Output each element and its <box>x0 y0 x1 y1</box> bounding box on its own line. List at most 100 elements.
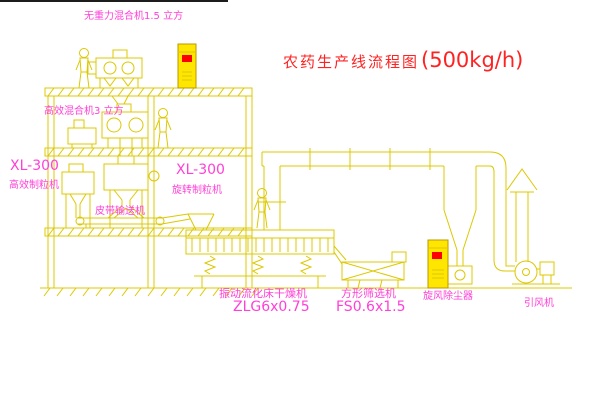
label-dryer-name: 振动流化床干燥机 <box>219 287 307 300</box>
down-pipe <box>119 138 133 156</box>
induced-draft-fan <box>512 260 560 285</box>
second-floor-hatch <box>47 147 245 157</box>
y-chute <box>107 205 145 219</box>
dryer-riser-duct <box>258 166 286 230</box>
sieve-body <box>341 261 405 281</box>
sieve-outlets <box>357 279 383 289</box>
diagram-title: 农药生产线流程图 (500kg/h) <box>283 48 523 72</box>
dryer-inlet-hopper <box>187 213 215 231</box>
dryer-base <box>194 275 326 288</box>
transfer-chute <box>161 213 191 225</box>
conveyor-legs <box>85 224 155 228</box>
cabinet-panel-lines <box>432 269 444 279</box>
sieve-machine <box>341 251 407 289</box>
discharge-pipe <box>69 193 87 218</box>
worker-figure <box>253 188 271 229</box>
label-belt-conveyor: 皮带输送机 <box>95 206 145 217</box>
mixer-motor <box>87 61 97 75</box>
ground-hatch <box>43 287 259 297</box>
mixer-body <box>95 57 143 79</box>
cabinet-body <box>427 239 449 289</box>
body <box>61 171 95 195</box>
cyclone-barrel <box>443 166 477 210</box>
diagram-title-capacity: (500kg/h) <box>421 48 524 72</box>
motor <box>148 170 160 182</box>
cabinet-indicator-light <box>432 252 442 259</box>
roller <box>155 216 165 226</box>
legs <box>107 138 143 148</box>
hopper <box>117 155 135 165</box>
label-induced-fan: 引风机 <box>524 298 554 309</box>
down-duct <box>489 151 507 260</box>
sieve-legs <box>347 280 399 288</box>
mixer-down-chute <box>111 95 129 105</box>
window-edge-line <box>0 0 228 2</box>
worker-figure <box>154 108 172 149</box>
fan-scroll <box>514 260 538 284</box>
hopper <box>68 163 84 173</box>
vibration-springs <box>203 255 313 275</box>
discharge-valve-rotor <box>454 269 466 281</box>
roller <box>75 216 85 226</box>
label-granulator-left-model: XL-300 <box>10 158 59 174</box>
stack-pipe <box>515 192 529 262</box>
dryer-discharge-spout <box>333 245 347 265</box>
feeder-body <box>67 127 97 145</box>
fan-base <box>512 268 560 285</box>
legs <box>109 190 143 228</box>
top-beam-hatch <box>47 87 245 97</box>
sieve-cross-brace <box>341 261 405 281</box>
building-frame <box>40 87 572 297</box>
feeder-machine <box>67 119 97 148</box>
label-dryer-model: ZLG6x0.75 <box>233 299 310 315</box>
granulator-left <box>61 163 95 228</box>
diagram-title-text: 农药生产线流程图 <box>283 53 420 71</box>
body <box>101 111 149 139</box>
feeder-legs <box>71 144 93 148</box>
exhaust-duct <box>258 148 515 272</box>
fan-motor <box>539 261 555 276</box>
legs <box>65 194 91 228</box>
dryer-bed-hatch <box>191 238 329 252</box>
worker-figure <box>75 48 93 89</box>
high-efficiency-mixer <box>101 103 149 156</box>
building-columns <box>47 96 253 288</box>
cyclone-cone <box>443 209 477 266</box>
label-gravity-mixer: 无重力混合机1.5 立方 <box>84 11 184 22</box>
feeder-motor <box>73 119 85 129</box>
vent-stack <box>506 168 538 262</box>
label-sieve-name: 方形筛选机 <box>341 287 396 300</box>
third-floor-hatch <box>47 227 245 237</box>
stack-rain-cap <box>506 168 538 191</box>
cabinet-panel-lines <box>182 71 192 81</box>
duct-flanges <box>309 148 431 170</box>
dryer-body <box>185 229 335 255</box>
label-sieve-model: FS0.6x1.5 <box>336 299 406 315</box>
body <box>103 163 149 191</box>
drum <box>106 117 122 133</box>
cyclone-separator <box>443 166 477 285</box>
belt-conveyor <box>75 213 191 228</box>
belt <box>78 217 162 225</box>
mixer-drum <box>103 61 117 75</box>
cabinet-body <box>177 43 197 89</box>
granulator-right <box>103 155 160 228</box>
control-cabinet-bottom <box>427 239 449 289</box>
horizontal-duct <box>261 151 490 167</box>
mixer-legs <box>99 78 139 88</box>
discharge-stem <box>113 189 139 206</box>
mixer-feed-hopper <box>112 49 128 59</box>
mixer-discharge-cones <box>103 77 135 87</box>
gravity-free-mixer <box>87 49 143 105</box>
fluid-bed-dryer <box>185 213 347 288</box>
fan-inlet-duct <box>493 259 515 272</box>
label-granulator-left-name: 高效制粒机 <box>9 180 59 191</box>
control-cabinet-top <box>177 43 197 89</box>
label-granulator-right-model: XL-300 <box>176 162 225 178</box>
mixer-drum <box>121 61 135 75</box>
discharge-valve-box <box>447 265 473 285</box>
label-granulator-right-name: 旋转制粒机 <box>172 185 222 196</box>
fan-hub <box>522 268 530 276</box>
